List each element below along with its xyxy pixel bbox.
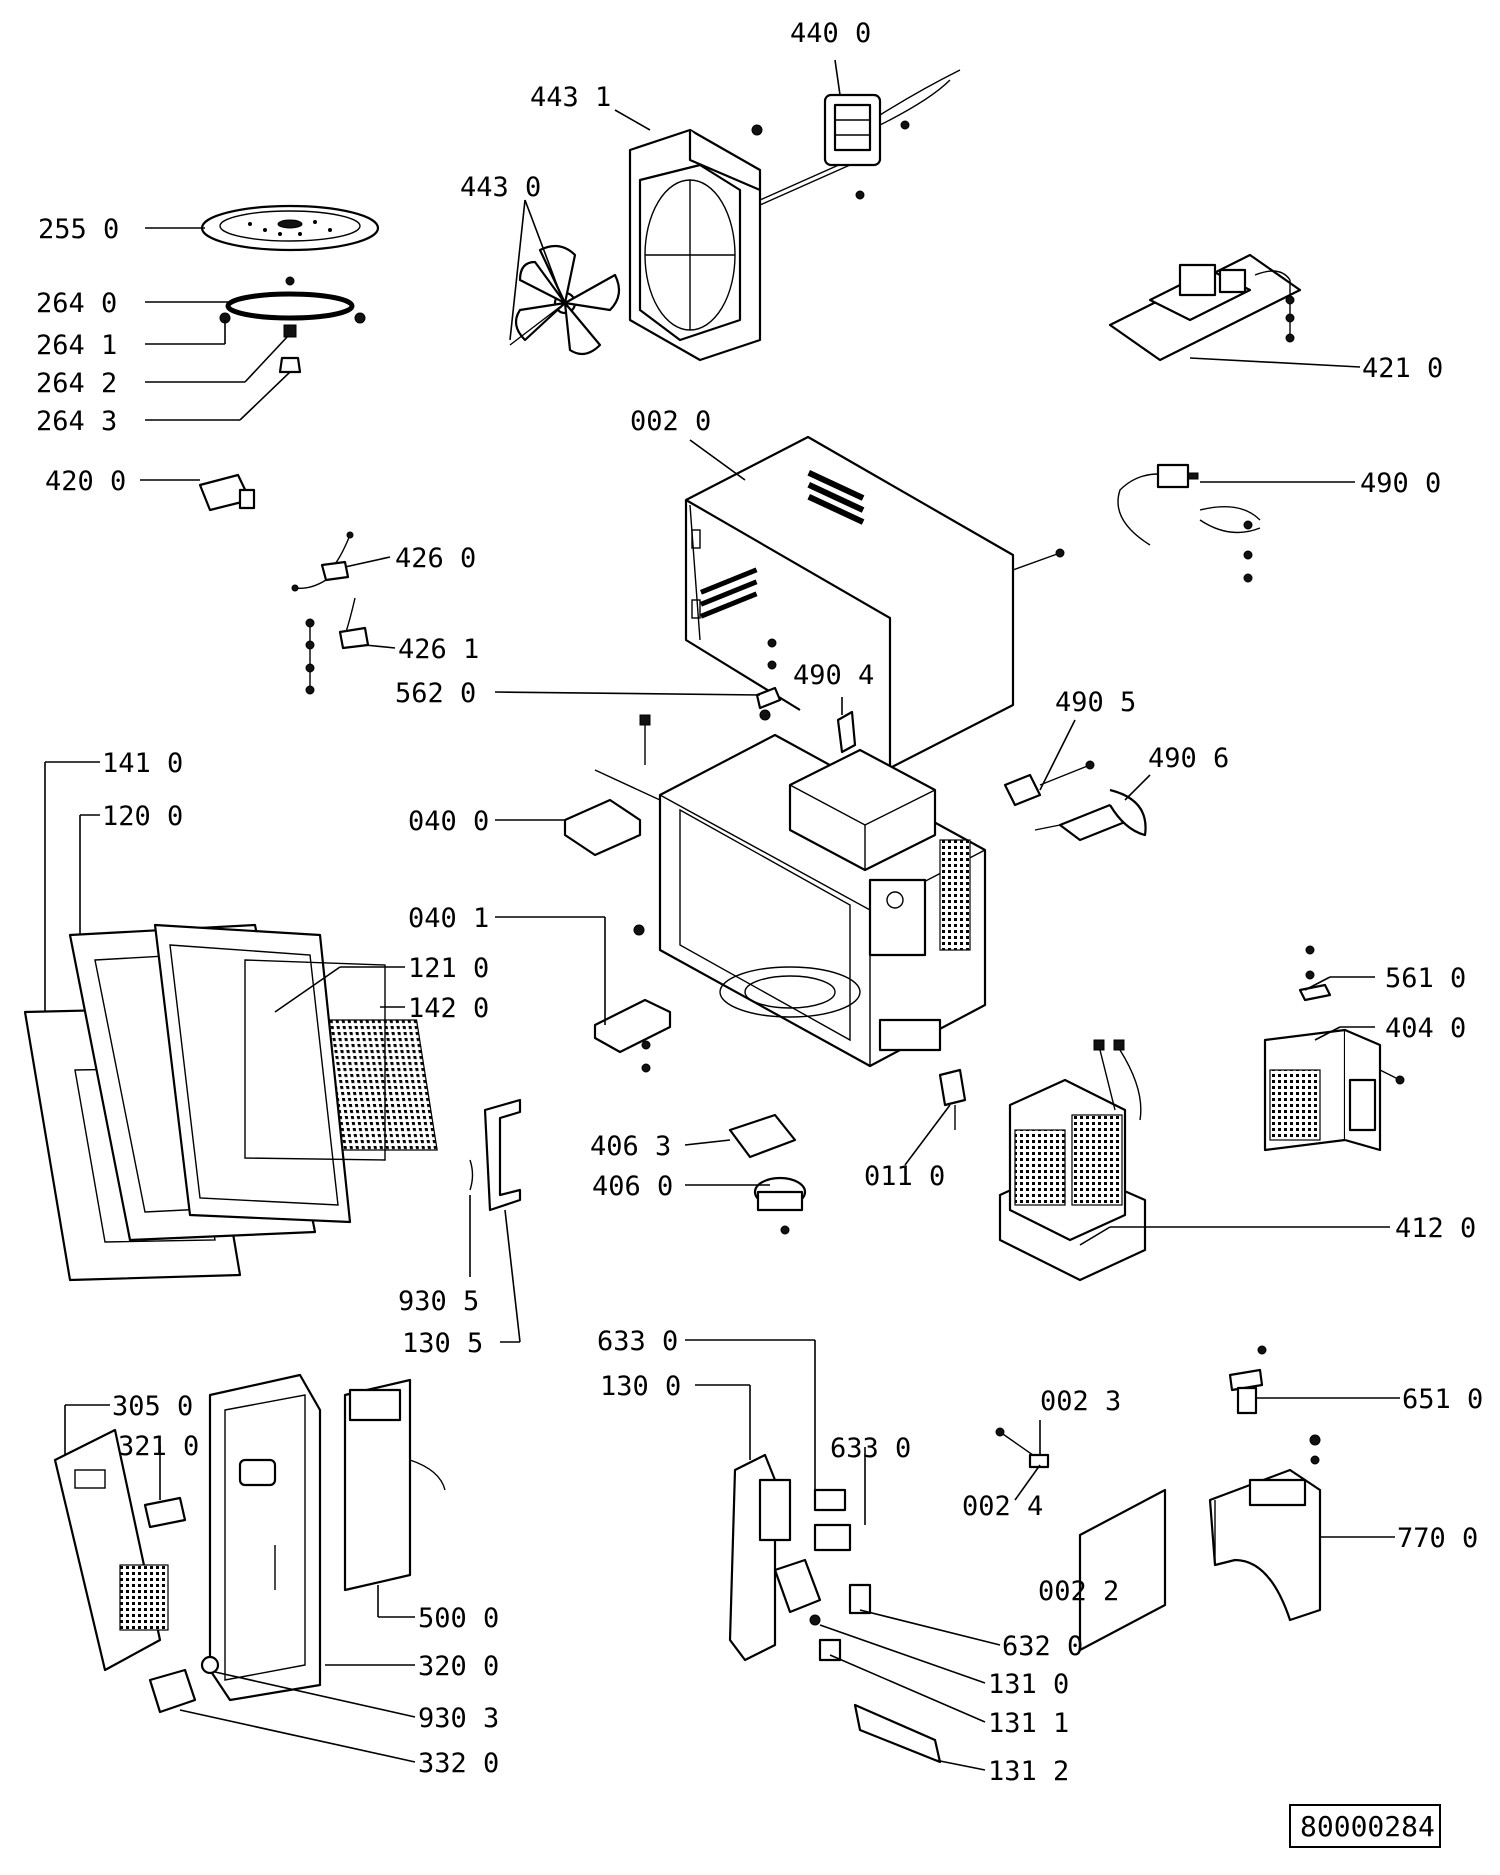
fan-motor-icon [751, 69, 961, 200]
part-label-142-0: 142 0 [408, 993, 489, 1024]
part-label-440-0: 440 0 [790, 18, 871, 49]
magnetron-icon [1263, 945, 1405, 1152]
noise-filter-icon [1003, 760, 1095, 807]
door-assembly [23, 923, 438, 1282]
part-label-321-0: 321 0 [118, 1431, 199, 1462]
part-label-130-0: 130 0 [600, 1371, 681, 1402]
turntable-assembly [200, 204, 380, 374]
cover-plate-icon [995, 1427, 1167, 1652]
mounting-bracket-bottom [593, 998, 672, 1073]
part-label-770-0: 770 0 [1397, 1523, 1478, 1554]
interlock-clip-icon [836, 710, 857, 754]
air-duct-icon [1208, 1434, 1322, 1622]
thermal-cutout-icon [755, 638, 782, 710]
part-label-500-0: 500 0 [418, 1603, 499, 1634]
outer-cabinet [684, 435, 1065, 770]
part-label-443-1: 443 1 [530, 82, 611, 113]
part-label-264-2: 264 2 [36, 368, 117, 399]
reference-code: 80000284 [1300, 1810, 1435, 1843]
part-label-562-0: 562 0 [395, 678, 476, 709]
capacitor-icon [198, 473, 256, 512]
part-label-930-5: 930 5 [398, 1286, 479, 1317]
fan-motor-assembly [509, 69, 961, 362]
hv-transformer-icon [998, 1039, 1147, 1282]
part-label-561-0: 561 0 [1385, 963, 1466, 994]
part-label-633-0-top: 633 0 [597, 1326, 678, 1357]
turntable-motor-icon [938, 1068, 967, 1130]
stirrer-motor-icon [753, 1176, 807, 1235]
ferrite-clamp-icon [1034, 788, 1147, 842]
part-label-632-0: 632 0 [1002, 1631, 1083, 1662]
part-label-420-0: 420 0 [45, 466, 126, 497]
part-label-332-0: 332 0 [418, 1748, 499, 1779]
part-label-264-0: 264 0 [36, 288, 117, 319]
part-label-412-0: 412 0 [1395, 1213, 1476, 1244]
control-panel-assembly [53, 1373, 446, 1714]
power-cord-icon [1117, 463, 1261, 583]
part-label-011-0: 011 0 [864, 1161, 945, 1192]
door-latch-hook [469, 1098, 522, 1212]
part-label-121-0: 121 0 [408, 953, 489, 984]
part-label-131-0: 131 0 [988, 1669, 1069, 1700]
part-label-040-1: 040 1 [408, 903, 489, 934]
part-labels: 440 0 443 1 443 0 255 0 264 0 264 1 264 … [36, 18, 1483, 1787]
reference-code-box: 80000284 [1289, 1804, 1441, 1848]
part-label-320-0: 320 0 [418, 1651, 499, 1682]
part-label-490-0: 490 0 [1360, 468, 1441, 499]
part-label-633-0-bottom: 633 0 [830, 1433, 911, 1464]
part-label-404-0: 404 0 [1385, 1013, 1466, 1044]
part-label-002-4: 002 4 [962, 1491, 1043, 1522]
interlock-assembly [728, 1453, 942, 1764]
stirrer-cover-icon [728, 1113, 797, 1159]
part-label-040-0: 040 0 [408, 806, 489, 837]
part-label-426-0: 426 0 [395, 543, 476, 574]
part-label-002-2: 002 2 [1038, 1576, 1119, 1607]
part-label-406-3: 406 3 [590, 1131, 671, 1162]
part-label-305-0: 305 0 [112, 1391, 193, 1422]
fan-blade-icon [509, 244, 621, 356]
part-label-426-1: 426 1 [398, 634, 479, 665]
part-label-651-0: 651 0 [1402, 1384, 1483, 1415]
mounting-bracket-top [563, 769, 661, 857]
part-label-002-0: 002 0 [630, 406, 711, 437]
part-label-490-6: 490 6 [1148, 743, 1229, 774]
part-label-264-1: 264 1 [36, 330, 117, 361]
part-label-120-0: 120 0 [102, 801, 183, 832]
part-label-264-3: 264 3 [36, 406, 117, 437]
leader-lines [44, 59, 1400, 1771]
part-label-255-0: 255 0 [38, 214, 119, 245]
part-label-131-2: 131 2 [988, 1756, 1069, 1787]
part-label-406-0: 406 0 [592, 1171, 673, 1202]
part-label-443-0: 443 0 [460, 172, 541, 203]
part-label-131-1: 131 1 [988, 1708, 1069, 1739]
part-label-141-0: 141 0 [102, 748, 183, 779]
part-label-490-5: 490 5 [1055, 687, 1136, 718]
control-board-icon [1108, 253, 1302, 362]
part-label-930-3: 930 3 [418, 1703, 499, 1734]
part-label-002-3: 002 3 [1040, 1386, 1121, 1417]
part-label-421-0: 421 0 [1362, 353, 1443, 384]
wiring-harness-icon [291, 531, 370, 695]
part-label-130-5: 130 5 [402, 1328, 483, 1359]
oven-cavity [633, 709, 987, 1068]
part-label-490-4: 490 4 [793, 660, 874, 691]
lamp-socket-icon [1228, 1345, 1267, 1415]
